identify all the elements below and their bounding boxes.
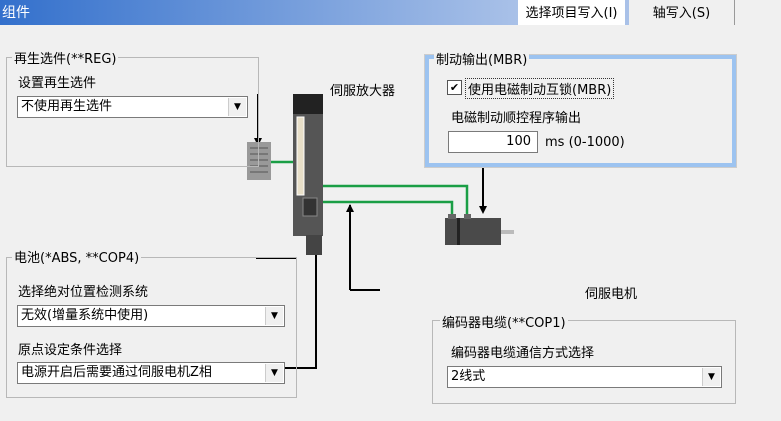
regen-group — [6, 57, 259, 167]
abs-system-select[interactable]: 无效(增量系统中使用) ▼ — [17, 305, 285, 327]
chevron-down-icon[interactable]: ▼ — [702, 368, 720, 386]
tab-axis-write[interactable]: 轴写入(S) — [629, 0, 735, 25]
origin-condition-label: 原点设定条件选择 — [18, 343, 123, 358]
encoder-label: 编码器电缆通信方式选择 — [451, 346, 595, 361]
encoder-select[interactable]: 2线式 ▼ — [447, 366, 722, 388]
tab-select-item-write[interactable]: 选择项目写入(I) — [518, 0, 625, 25]
regen-label: 设置再生选件 — [18, 76, 97, 91]
chevron-down-icon[interactable]: ▼ — [265, 307, 283, 325]
origin-condition-select[interactable]: 电源开启后需要通过伺服电机Z相 ▼ — [17, 362, 285, 384]
regen-select[interactable]: 不使用再生选件 ▼ — [17, 96, 248, 118]
encoder-group — [432, 320, 736, 404]
encoder-select-value: 2线式 — [451, 369, 486, 384]
brake-group-label: 制动输出(MBR) — [434, 49, 530, 68]
brake-output-label: 电磁制动顺控程序输出 — [451, 111, 582, 126]
encoder-group-label: 编码器电缆(**COP1) — [440, 312, 568, 331]
window-title: 组件 — [0, 0, 518, 25]
origin-condition-value: 电源开启后需要通过伺服电机Z相 — [21, 365, 212, 380]
motor-label: 伺服电机 — [585, 287, 638, 302]
abs-system-value: 无效(增量系统中使用) — [21, 308, 149, 323]
chevron-down-icon[interactable]: ▼ — [228, 98, 246, 116]
mbr-checkbox[interactable]: ✔ — [447, 80, 462, 95]
battery-group-label: 电池(*ABS, **COP4) — [12, 247, 142, 266]
chevron-down-icon[interactable]: ▼ — [265, 364, 283, 382]
tab-separator — [625, 0, 629, 25]
abs-system-label: 选择绝对位置检测系统 — [18, 285, 149, 300]
regen-group-label: 再生选件(**REG) — [12, 48, 119, 67]
brake-group — [424, 54, 737, 168]
battery-group — [6, 257, 297, 398]
mbr-checkbox-label[interactable]: 使用电磁制动互锁(MBR) — [465, 78, 615, 99]
regen-select-value: 不使用再生选件 — [21, 99, 113, 114]
brake-unit: ms (0-1000) — [545, 135, 625, 150]
amplifier-label: 伺服放大器 — [330, 84, 396, 99]
brake-output-input[interactable]: 100 — [448, 131, 538, 153]
